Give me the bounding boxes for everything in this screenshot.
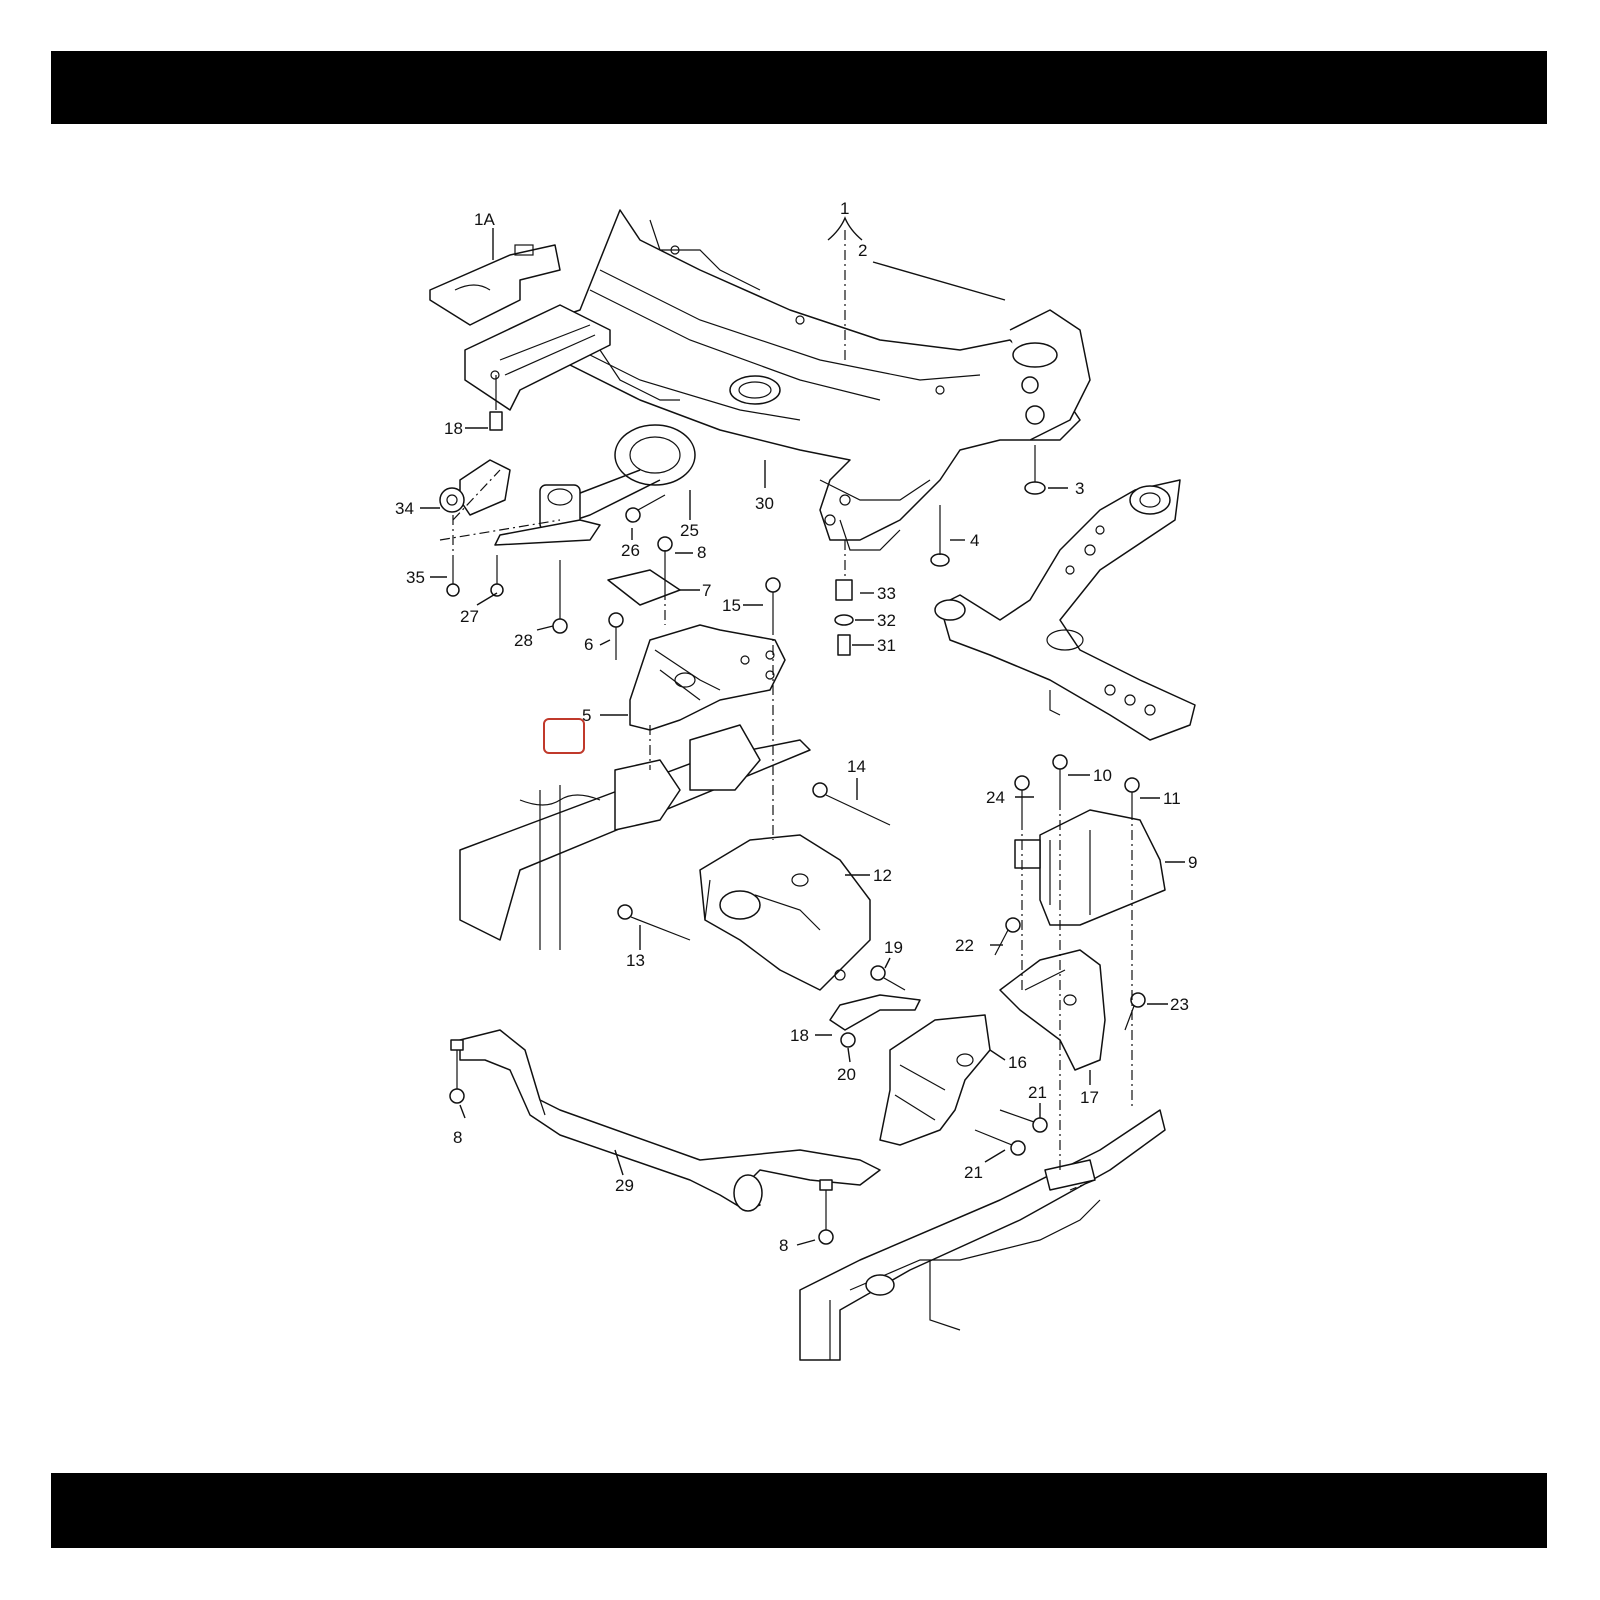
bracket-plate <box>464 304 611 411</box>
torque-rod <box>539 424 696 531</box>
label-18-top: 18 <box>444 419 463 438</box>
label-23: 23 <box>1170 995 1189 1014</box>
bracket-34-assembly <box>439 459 601 546</box>
pipe-bracket <box>829 994 921 1048</box>
bracket-16 <box>879 1014 991 1146</box>
label-29: 29 <box>615 1176 634 1195</box>
body-rail-left <box>459 724 811 950</box>
label-32: 32 <box>877 611 896 630</box>
label-33: 33 <box>877 584 896 603</box>
label-13: 13 <box>626 951 645 970</box>
label-24: 24 <box>986 788 1005 807</box>
control-arm <box>934 479 1196 741</box>
engine-mount-5 <box>607 569 786 731</box>
label-14: 14 <box>847 757 866 776</box>
label-34: 34 <box>395 499 414 518</box>
label-15: 15 <box>722 596 741 615</box>
label-30: 30 <box>755 494 774 513</box>
gearbox-mount-9 <box>1014 809 1166 926</box>
label-19: 19 <box>884 938 903 957</box>
label-17: 17 <box>1080 1088 1099 1107</box>
label-9: 9 <box>1188 853 1197 872</box>
label-3: 3 <box>1075 479 1084 498</box>
label-12: 12 <box>873 866 892 885</box>
label-8-top: 8 <box>697 543 706 562</box>
gearbox-mount-12 <box>699 834 871 991</box>
label-5: 5 <box>582 706 591 725</box>
bracket-17 <box>999 949 1106 1071</box>
assembly-lines <box>439 230 1133 1191</box>
label-31: 31 <box>877 636 896 655</box>
label-26: 26 <box>621 541 640 560</box>
bottom-black-band <box>51 1473 1547 1548</box>
label-35: 35 <box>406 568 425 587</box>
label-4: 4 <box>970 531 979 550</box>
label-27: 27 <box>460 607 479 626</box>
front-crossmember <box>799 1109 1166 1361</box>
label-1a: 1A <box>474 210 495 229</box>
heat-shield-plate <box>429 244 561 326</box>
label-8-bottom: 8 <box>779 1236 788 1255</box>
label-6: 6 <box>584 635 593 654</box>
label-8-left: 8 <box>453 1128 462 1147</box>
label-22: 22 <box>955 936 974 955</box>
label-21-lower: 21 <box>964 1163 983 1182</box>
label-11: 11 <box>1163 789 1181 808</box>
highlight-box <box>543 718 585 754</box>
label-16: 16 <box>1008 1053 1027 1072</box>
label-28: 28 <box>514 631 533 650</box>
label-25: 25 <box>680 521 699 540</box>
label-21-upper: 21 <box>1028 1083 1047 1102</box>
exhaust-pipe <box>459 1029 881 1212</box>
label-7: 7 <box>702 581 711 600</box>
subframe <box>519 209 1091 551</box>
label-2: 2 <box>858 241 867 260</box>
callout-labels: 1 1A 2 3 4 5 6 7 8 8 8 9 10 11 12 13 14 … <box>395 199 1197 1255</box>
label-1: 1 <box>840 199 849 218</box>
label-20: 20 <box>837 1065 856 1084</box>
leader-lines <box>420 216 1185 1246</box>
label-10: 10 <box>1093 766 1112 785</box>
label-18-pipe: 18 <box>790 1026 809 1045</box>
top-black-band <box>51 51 1547 124</box>
